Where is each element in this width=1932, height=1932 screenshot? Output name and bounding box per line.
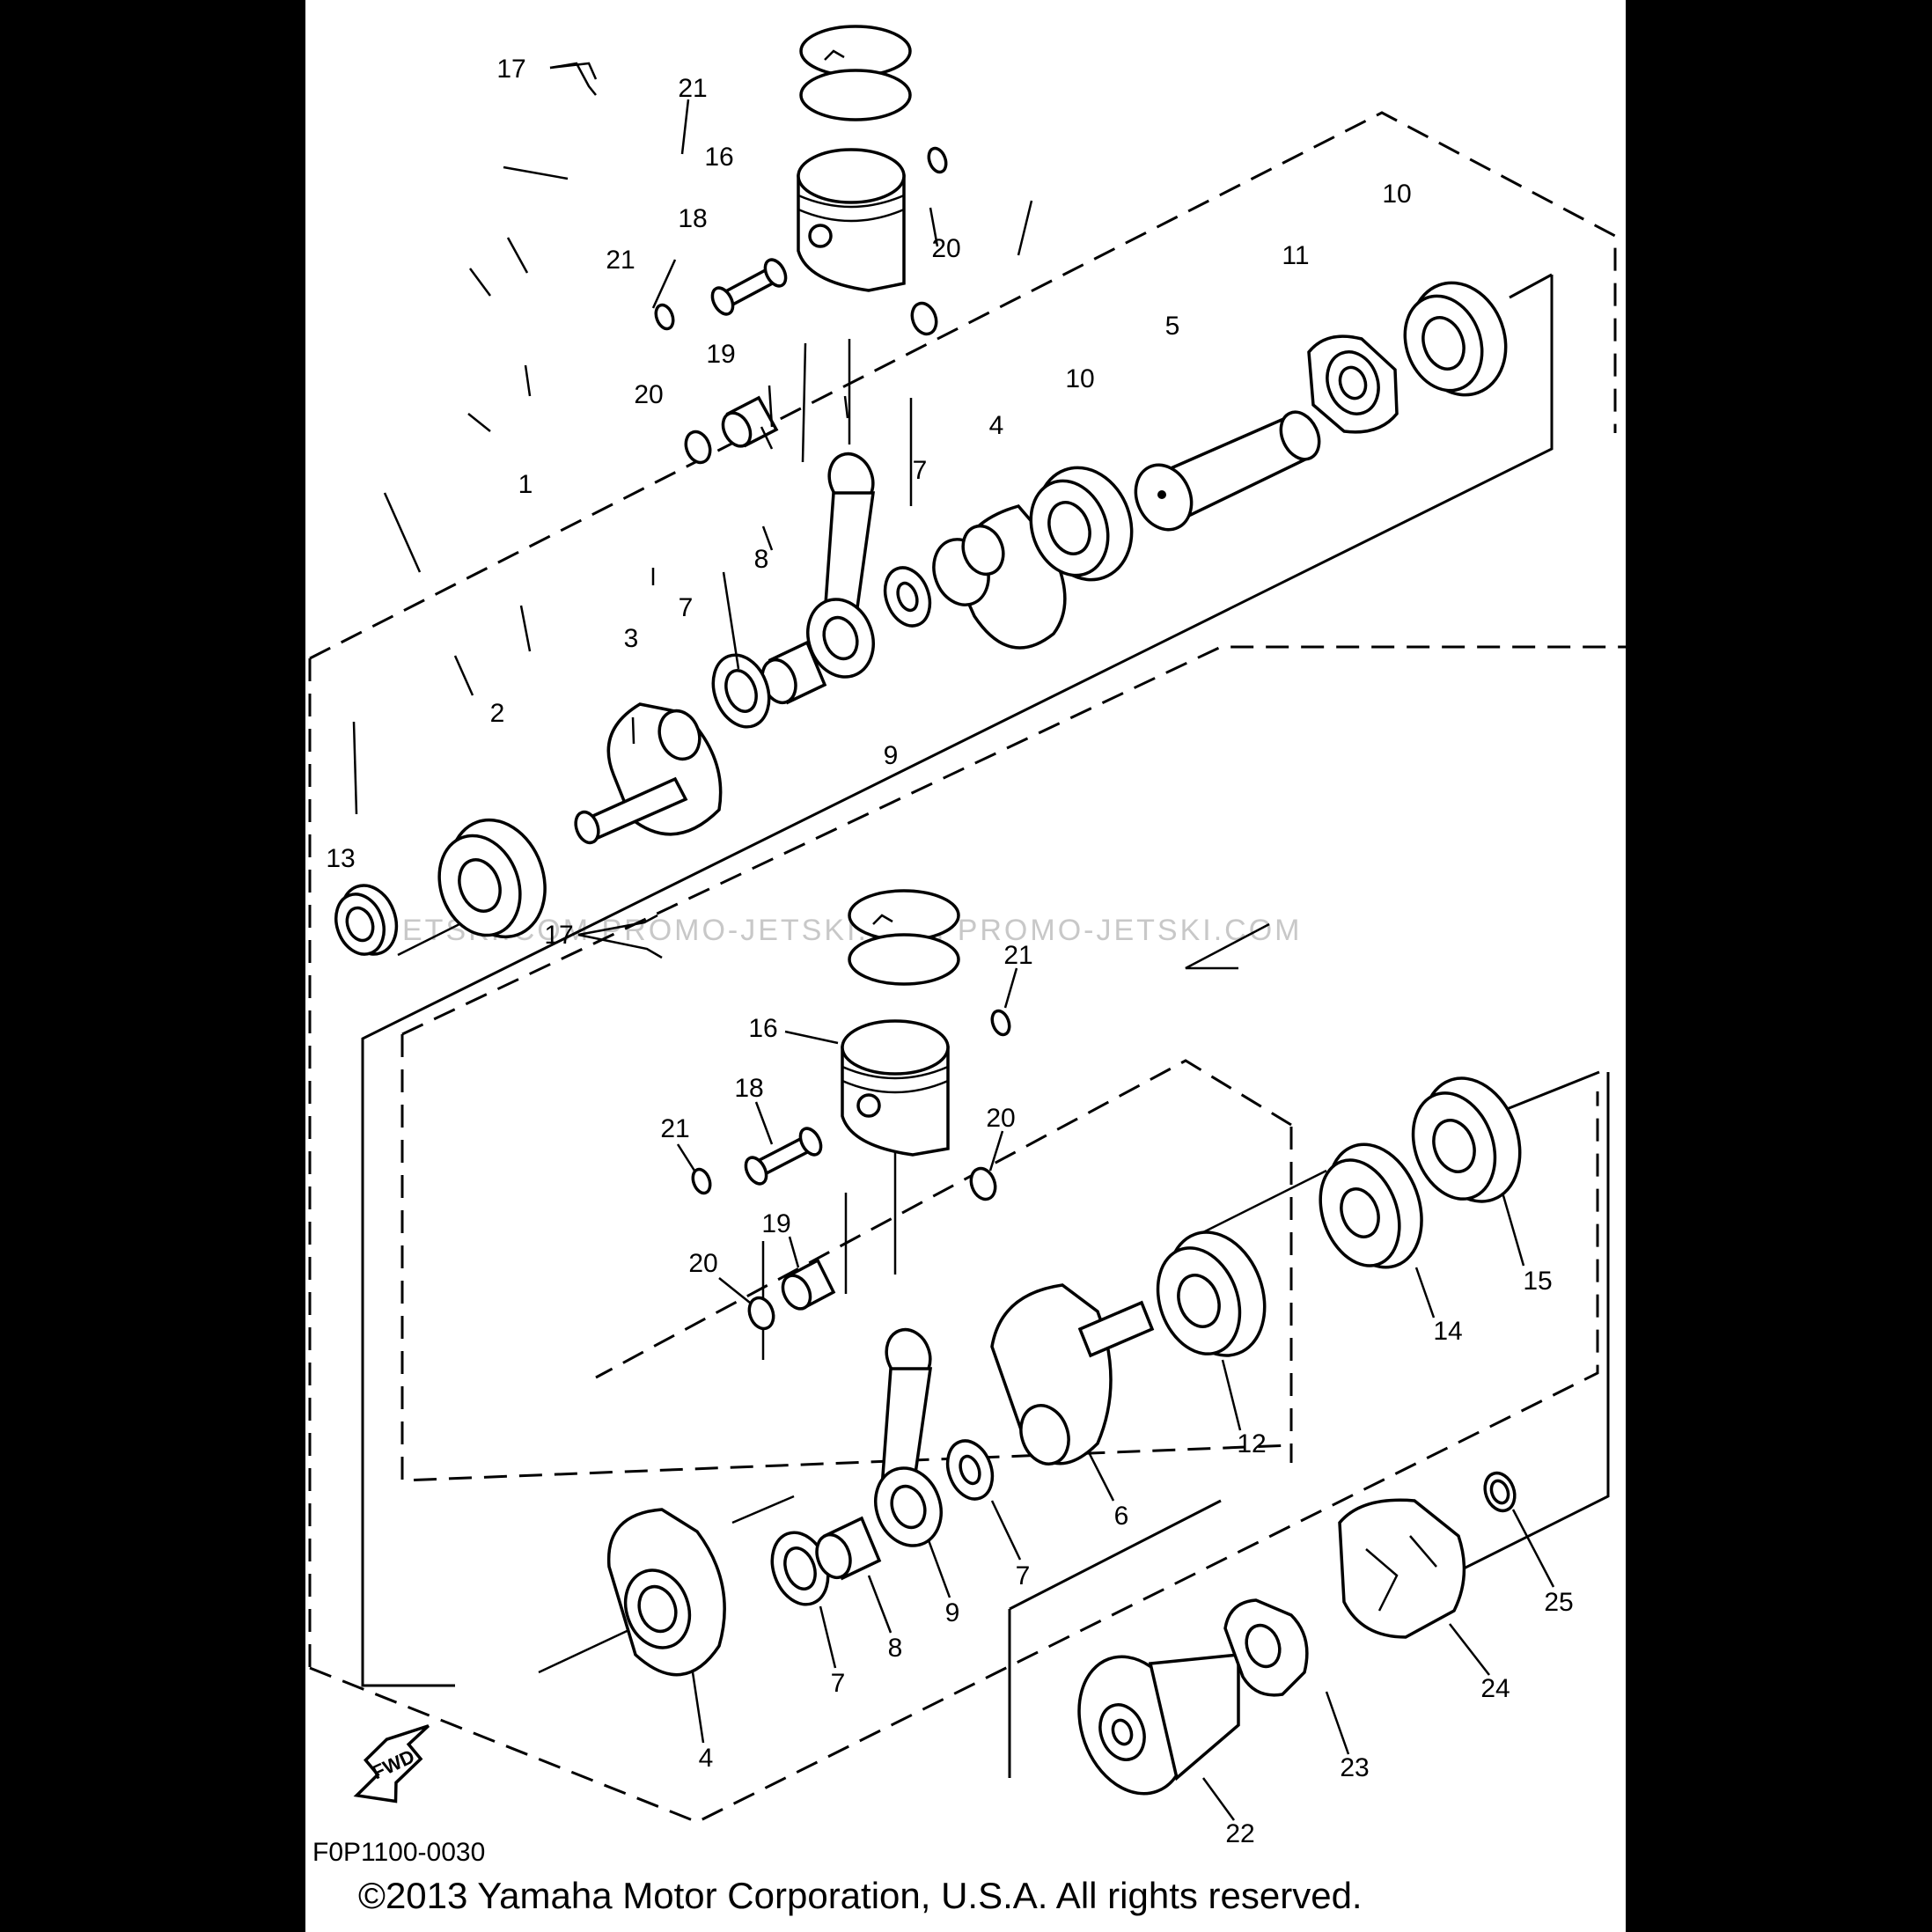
main-bearing-icon [1029,466,1134,582]
crank-web-icon [606,1508,726,1677]
parts-diagram-sheet: JETSKI.COM PROMO-JETSKI.COM PROMO-JETSKI… [305,0,1626,1932]
callout-4: 4 [699,1744,714,1773]
small-end-bearing-icon [721,395,779,448]
piston-icon [797,148,906,292]
callout-7: 7 [1016,1561,1031,1590]
piston-ring-icon [848,889,960,986]
callout-10: 10 [1382,180,1411,209]
callout-19: 19 [706,340,735,369]
callout-leaders-lower [577,914,1555,1821]
callout-25: 25 [1544,1588,1573,1617]
callout-16: 16 [748,1014,777,1043]
bearing-retainer-icon [711,653,771,729]
connecting-rod-icon [874,1327,943,1547]
callout-14: 14 [1433,1317,1462,1346]
callout-8: 8 [754,545,769,574]
callout-20: 20 [931,234,960,263]
callout-20: 20 [986,1104,1015,1133]
coupling-hub-icon [1077,1653,1240,1796]
crank-web-with-shaft-icon [990,1283,1155,1466]
callout-17: 17 [544,921,573,950]
crank-pin-icon [1134,410,1321,532]
big-end-bearing-icon [760,640,827,705]
callout-20: 20 [688,1249,717,1278]
assembly-outline-lower [400,645,1626,1482]
callout-9: 9 [945,1598,960,1627]
callout-22: 22 [1225,1819,1254,1848]
bearing-retainer-icon [770,1531,830,1606]
connecting-rod-icon [806,452,876,679]
callout-1: 1 [518,470,533,499]
callout-12: 12 [1237,1429,1266,1458]
small-end-bearing-icon [781,1258,836,1311]
callout-21: 21 [660,1114,689,1143]
callout-4: 4 [989,411,1004,440]
thrust-washer-icon [747,1166,997,1331]
callout-6: 6 [1114,1502,1129,1531]
main-bearing-icon [437,818,547,939]
coupling-flange-icon [1338,1498,1466,1639]
copyright-notice: ©2013 Yamaha Motor Corporation, U.S.A. A… [358,1875,1363,1916]
callout-8: 8 [888,1634,903,1663]
assembly-outline-upper [308,111,1617,1824]
crank-washer-icon [883,566,932,628]
callout-21: 21 [678,74,707,103]
callout-21: 21 [1003,941,1032,970]
main-bearing-icon [1156,1230,1267,1357]
callout-18: 18 [734,1074,763,1103]
oil-seal-icon [1319,1142,1423,1269]
callout-11: 11 [1282,241,1309,270]
thrust-washer-icon [684,301,938,465]
callout-15: 15 [1523,1267,1552,1296]
callout-16: 16 [704,143,733,172]
crank-nut-icon [1307,334,1399,434]
sub-assembly-frames [361,273,1610,1778]
circlip-icon [654,146,948,331]
oil-seal-icon [334,884,399,956]
callout-7: 7 [913,456,928,485]
callout-24: 24 [1480,1674,1510,1703]
forward-direction-icon: FWD [353,1724,430,1803]
callout-3: 3 [624,624,639,653]
crank-web-with-shaft-icon [574,702,723,845]
callout-13: 13 [326,844,355,873]
big-end-bearing-icon [815,1516,882,1581]
callout-19: 19 [761,1209,790,1238]
callout-9: 9 [884,741,899,770]
diagram-code: F0P1100-0030 [312,1838,486,1867]
crank-washer-icon [945,1439,995,1501]
callout-20: 20 [634,380,663,409]
callout-18: 18 [678,204,707,233]
callout-17: 17 [496,55,525,84]
callout-7: 7 [831,1669,846,1698]
callout-leaders [352,62,1270,970]
callout-10: 10 [1065,364,1094,393]
piston-ring-icon [799,25,912,121]
piston-pin-icon [710,258,788,316]
piston-pin-icon [744,1127,823,1186]
piston-icon [841,1019,950,1157]
callout-21: 21 [606,246,635,275]
circlip-icon [691,1009,1011,1195]
coupling-damper-icon [1223,1598,1309,1697]
callout-7: 7 [679,593,694,622]
oil-seal-icon [1411,1076,1522,1203]
crankshaft-piston-exploded-diagram: JETSKI.COM PROMO-JETSKI.COM PROMO-JETSKI… [308,25,1626,1848]
callout-2: 2 [490,699,505,728]
callout-5: 5 [1165,312,1180,341]
coupling-ring-icon [1483,1471,1517,1513]
callout-23: 23 [1340,1753,1369,1782]
main-bearing-icon [1403,281,1508,397]
